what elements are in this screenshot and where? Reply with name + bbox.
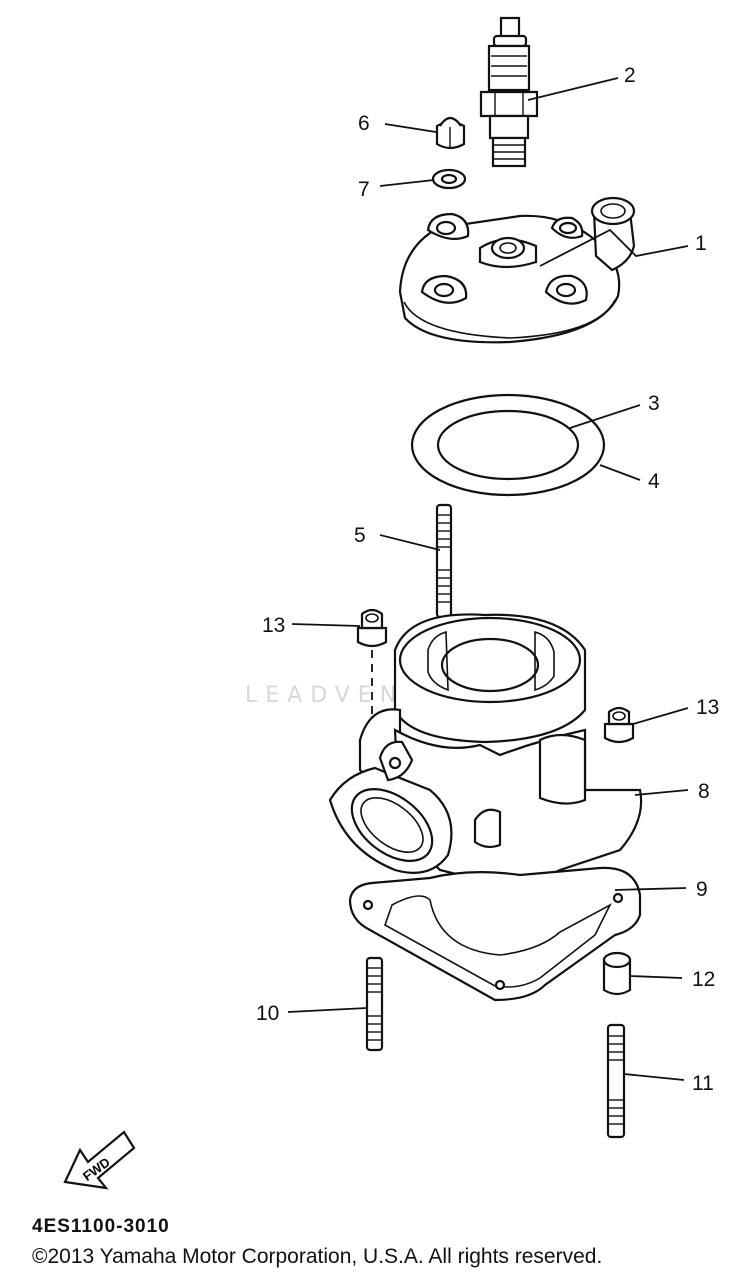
- callout-13-right: 13: [696, 696, 719, 719]
- part-10-stud-bolt: [365, 956, 384, 1052]
- callout-5: 5: [354, 524, 366, 547]
- leader-lines: [287, 77, 689, 1081]
- callout-7: 7: [358, 178, 370, 201]
- part-1-cylinder-head: [398, 196, 636, 344]
- part-12-dowel-pin: [602, 951, 632, 996]
- part-6-cap-nut: [435, 116, 466, 150]
- callout-6: 6: [358, 112, 370, 135]
- callout-2: 2: [624, 64, 636, 87]
- copyright-notice: ©2013 Yamaha Motor Corporation, U.S.A. A…: [32, 1245, 603, 1268]
- callout-numbers: 2 6 7 1 3 4 5 13 13 8 9 10 12 11: [256, 64, 719, 1095]
- callout-3: 3: [648, 392, 660, 415]
- part-7-washer: [431, 168, 467, 190]
- fwd-arrow-icon: FWD: [63, 1130, 136, 1190]
- callout-10: 10: [256, 1002, 279, 1025]
- callout-1: 1: [695, 232, 707, 255]
- callout-9: 9: [696, 878, 708, 901]
- diagram-part-code: 4ES1100-3010: [32, 1216, 170, 1237]
- callout-8: 8: [698, 780, 710, 803]
- part-13-nut-right: [603, 706, 635, 744]
- callout-12: 12: [692, 968, 715, 991]
- callout-11: 11: [692, 1072, 714, 1095]
- part-5-stud-bolt: [435, 503, 453, 619]
- callout-13-left: 13: [262, 614, 285, 637]
- part-9-base-gasket: [348, 866, 642, 1002]
- part-2-spark-plug: [479, 16, 539, 168]
- callout-4: 4: [648, 470, 660, 493]
- part-3-4-head-gaskets: [410, 393, 606, 497]
- part-11-stud-bolt: [606, 1023, 626, 1139]
- part-8-cylinder: [328, 613, 643, 883]
